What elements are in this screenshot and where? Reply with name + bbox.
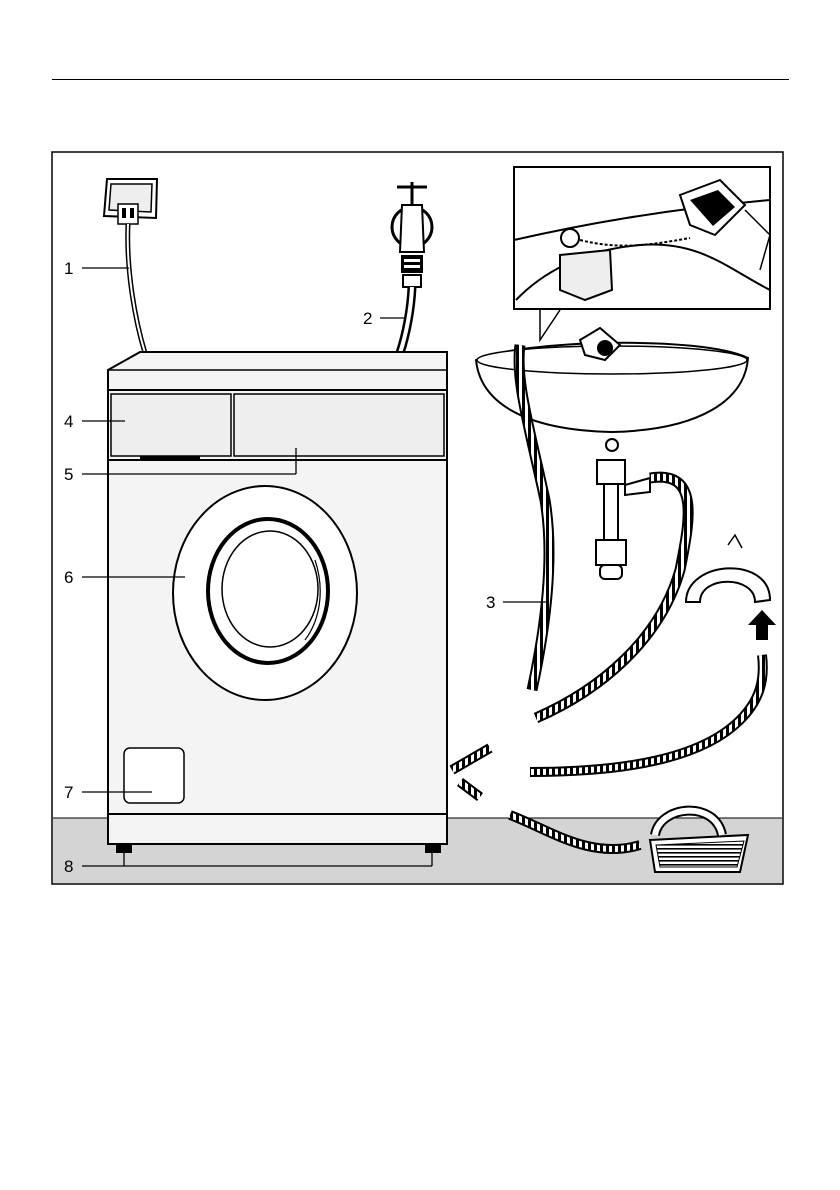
callout-3: 3 xyxy=(486,593,495,612)
washing-machine xyxy=(108,352,447,853)
callout-7: 7 xyxy=(64,783,73,802)
callout-5: 5 xyxy=(64,465,73,484)
foot-left xyxy=(116,844,132,853)
callout-6: 6 xyxy=(64,568,73,587)
detergent-drawer xyxy=(111,394,231,456)
power-socket xyxy=(104,179,157,224)
service-flap xyxy=(124,748,184,803)
callout-8: 8 xyxy=(64,857,73,876)
foot-right xyxy=(425,844,441,853)
callout-2: 2 xyxy=(363,309,372,328)
callout-1: 1 xyxy=(64,259,73,278)
inset-closeup xyxy=(514,167,770,309)
callout-4: 4 xyxy=(64,412,73,431)
control-panel xyxy=(234,394,444,456)
